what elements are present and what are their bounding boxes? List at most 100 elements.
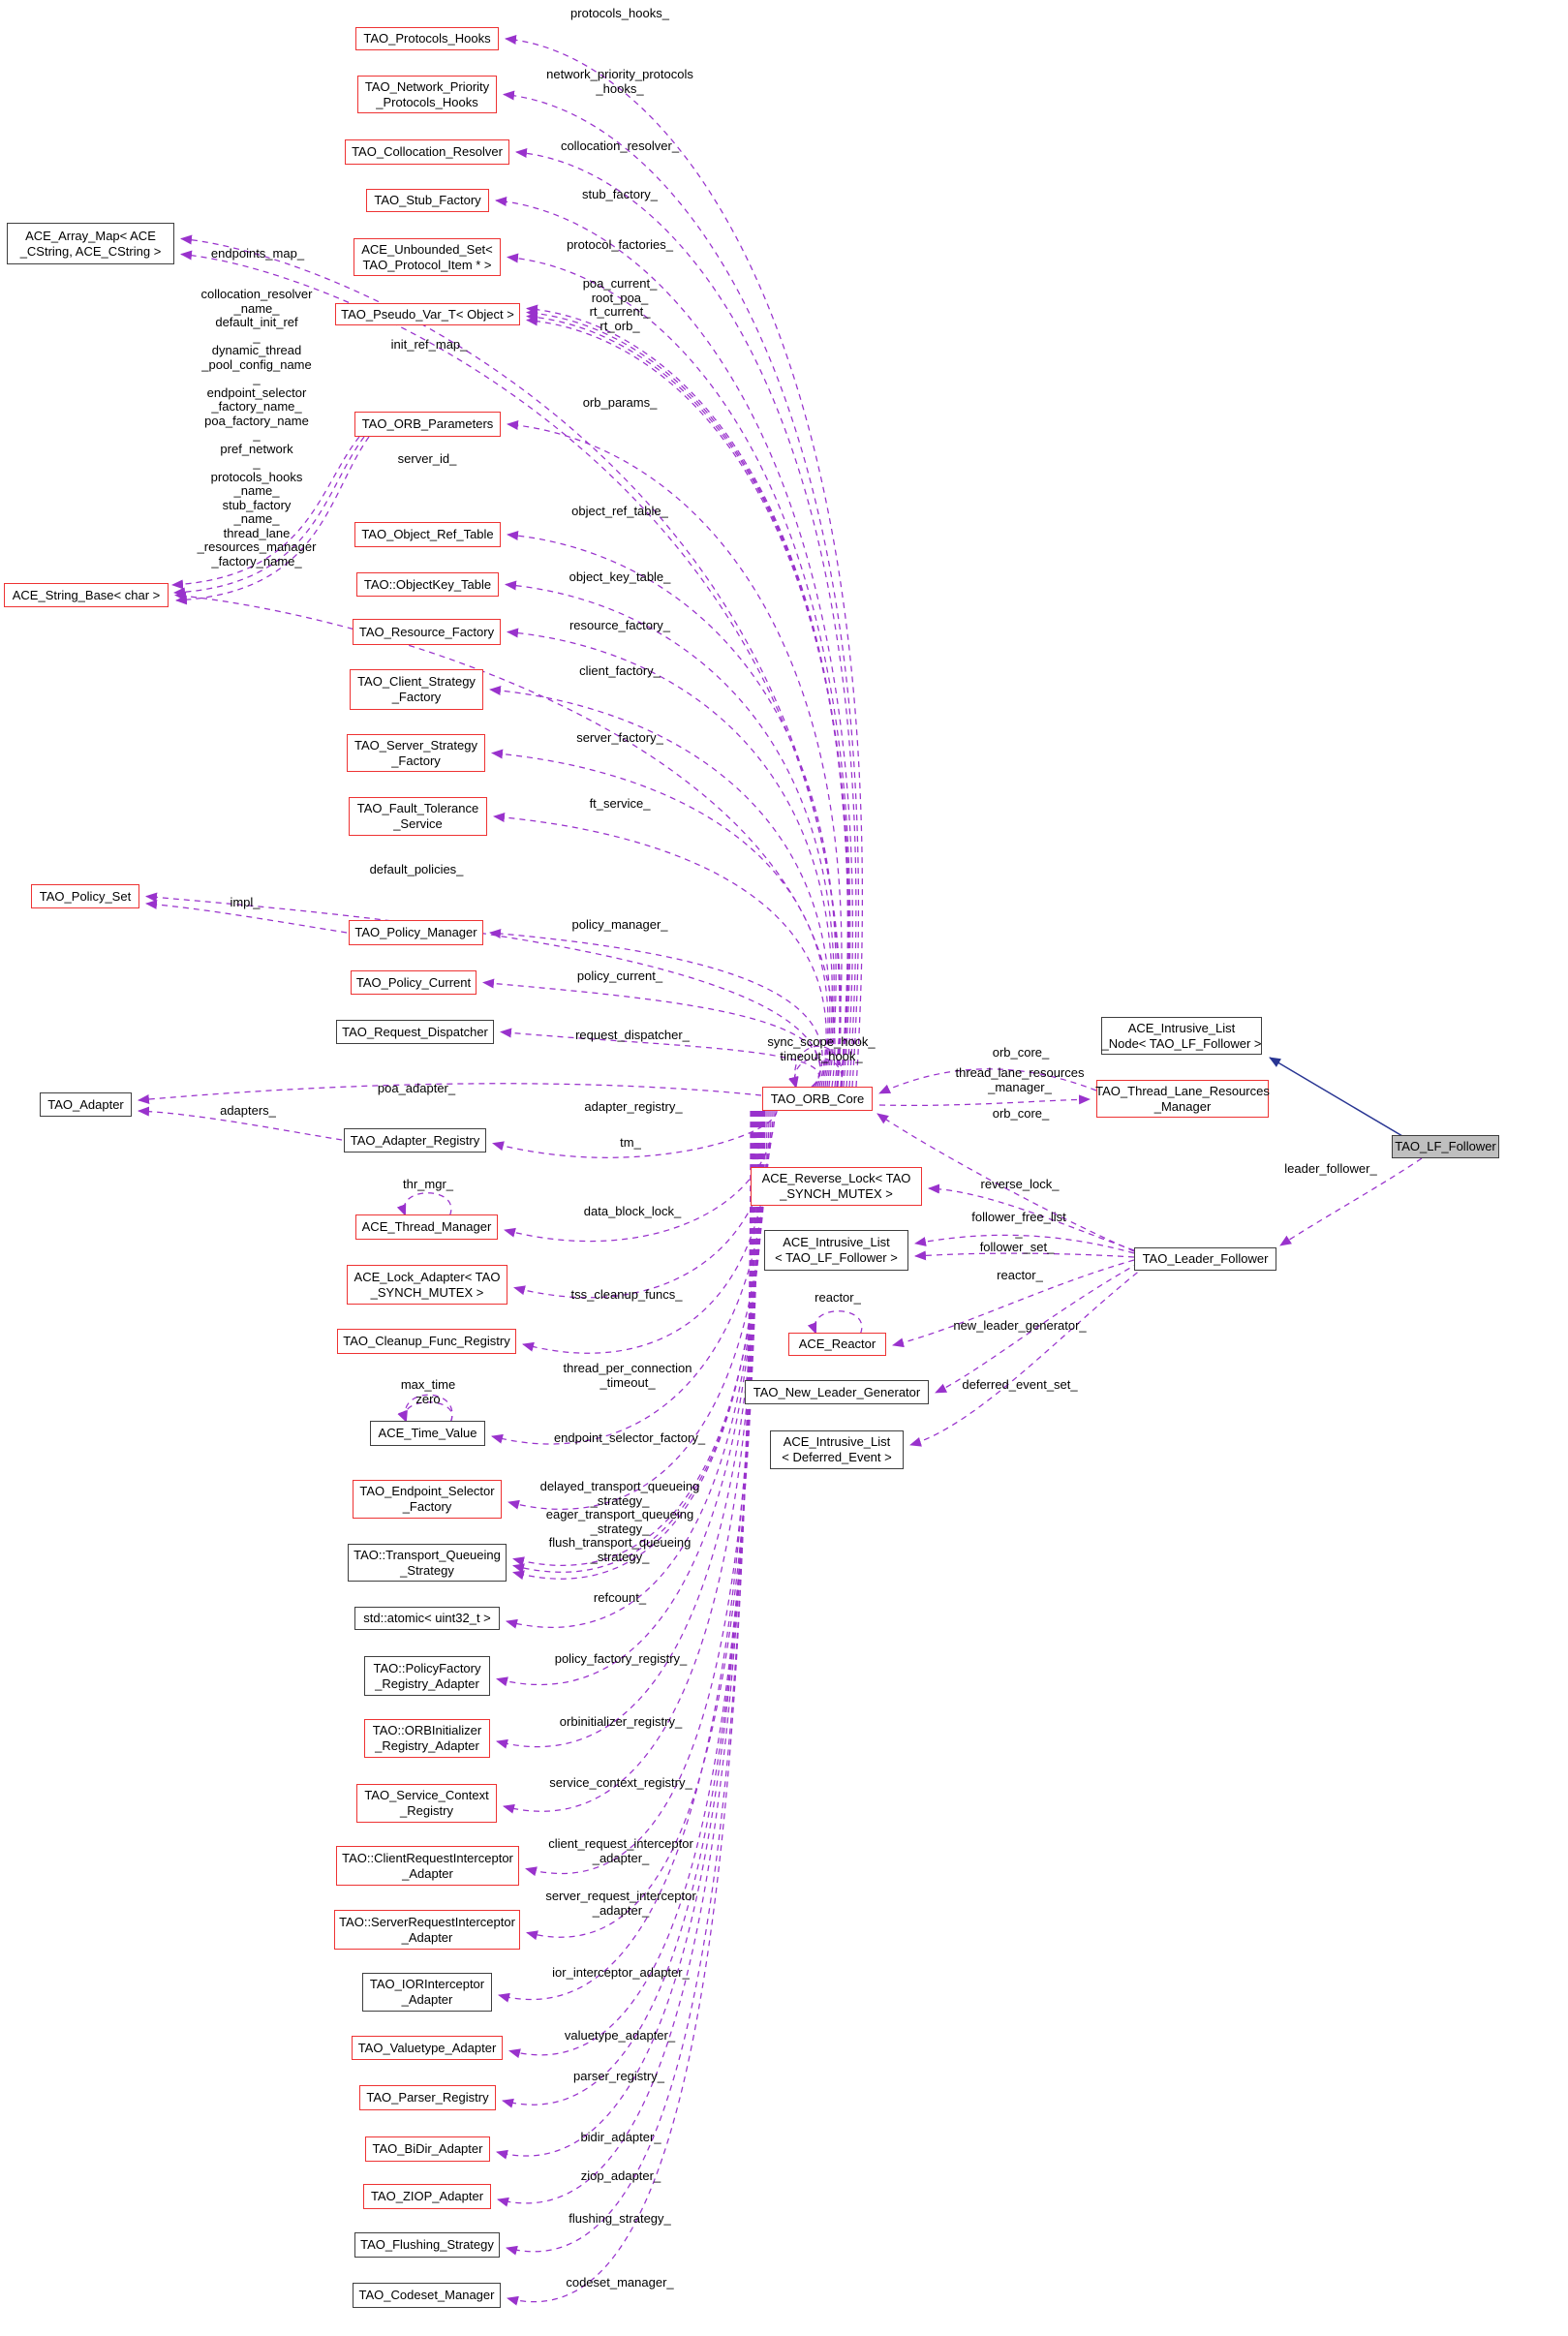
edge-reactor_ xyxy=(892,1259,1135,1348)
class-node-tao-lf-follower: TAO_LF_Follower xyxy=(1392,1135,1499,1158)
edge-collocation_resolver_ xyxy=(515,148,857,1088)
edge-init_ref_map_ xyxy=(180,250,842,1088)
class-node-ace-intrusive-list-node[interactable]: ACE_Intrusive_List _Node< TAO_LF_Followe… xyxy=(1101,1017,1262,1055)
edge-ft_service_ xyxy=(493,813,827,1088)
class-node-tao-adapter-registry[interactable]: TAO_Adapter_Registry xyxy=(344,1128,486,1153)
class-node-ace-intrusive-list-deferred-event[interactable]: ACE_Intrusive_List < Deferred_Event > xyxy=(770,1430,904,1469)
edge-object_key_table_ xyxy=(505,580,835,1088)
edge-poa_current_ xyxy=(526,304,848,1088)
edge-policy_factory_registry_ xyxy=(496,1110,762,1687)
class-node-tao-protocols-hooks[interactable]: TAO_Protocols_Hooks xyxy=(355,27,499,50)
edge-impl_ xyxy=(145,899,348,934)
class-node-ace-time-value[interactable]: ACE_Time_Value xyxy=(370,1421,485,1446)
edge-orb_parameters_names_c xyxy=(175,436,370,605)
class-node-tao-serverrequestinterceptor-adapter[interactable]: TAO::ServerRequestInterceptor _Adapter xyxy=(334,1910,520,1950)
class-node-tao-orb-core[interactable]: TAO_ORB_Core xyxy=(762,1087,873,1111)
edge-thr_mgr_ xyxy=(396,1192,452,1216)
edge-delayed_transport_queueing_strategy_ xyxy=(512,1110,766,1567)
edge-valuetype_adapter_ xyxy=(508,1110,756,2059)
class-node-ace-intrusive-list-lf-follower[interactable]: ACE_Intrusive_List < TAO_LF_Follower > xyxy=(764,1230,908,1271)
class-node-ace-array-map[interactable]: ACE_Array_Map< ACE _CString, ACE_CString… xyxy=(7,223,174,264)
class-node-tao-flushing-strategy[interactable]: TAO_Flushing_Strategy xyxy=(354,2232,500,2258)
edge-tss_cleanup_funcs_ xyxy=(522,1110,772,1354)
class-node-tao-thread-lane-resources-manager[interactable]: TAO_Thread_Lane_Resources _Manager xyxy=(1095,1080,1270,1118)
edge-endpoint_selector_factory_ xyxy=(507,1110,768,1510)
class-node-tao-clientrequestinterceptor-adapter[interactable]: TAO::ClientRequestInterceptor _Adapter xyxy=(336,1846,519,1886)
class-node-tao-orb-parameters[interactable]: TAO_ORB_Parameters xyxy=(354,412,501,437)
class-node-tao-new-leader-generator[interactable]: TAO_New_Leader_Generator xyxy=(745,1380,929,1404)
class-node-tao-collocation-resolver[interactable]: TAO_Collocation_Resolver xyxy=(345,139,509,165)
class-node-tao-orbinitializer-registry-adapter[interactable]: TAO::ORBInitializer _Registry_Adapter xyxy=(364,1719,490,1758)
class-node-tao-pseudo-var-t[interactable]: TAO_Pseudo_Var_T< Object > xyxy=(335,303,520,325)
edge-new_leader_generator_ xyxy=(935,1262,1140,1394)
edge-bidir_adapter_ xyxy=(496,1110,754,2160)
class-node-tao-object-ref-table[interactable]: TAO_Object_Ref_Table xyxy=(354,522,501,547)
class-node-tao-transport-queueing-strategy[interactable]: TAO::Transport_Queueing _Strategy xyxy=(348,1544,507,1582)
class-node-tao-fault-tolerance-service[interactable]: TAO_Fault_Tolerance _Service xyxy=(349,797,487,836)
class-node-tao-policy-manager[interactable]: TAO_Policy_Manager xyxy=(349,920,483,945)
class-node-ace-thread-manager[interactable]: ACE_Thread_Manager xyxy=(355,1214,498,1240)
edge-inheritance_tao_lf_follower xyxy=(1269,1057,1403,1137)
class-node-ace-reverse-lock[interactable]: ACE_Reverse_Lock< TAO _SYNCH_MUTEX > xyxy=(751,1167,922,1206)
class-node-tao-network-priority-protocols-hooks[interactable]: TAO_Network_Priority _Protocols_Hooks xyxy=(357,76,497,113)
class-node-tao-policy-current[interactable]: TAO_Policy_Current xyxy=(351,970,477,995)
edge-zero xyxy=(398,1394,453,1423)
class-node-ace-lock-adapter[interactable]: ACE_Lock_Adapter< TAO _SYNCH_MUTEX > xyxy=(347,1265,507,1305)
class-node-tao-endpoint-selector-factory[interactable]: TAO_Endpoint_Selector _Factory xyxy=(353,1480,502,1519)
class-node-tao-resource-factory[interactable]: TAO_Resource_Factory xyxy=(353,619,501,645)
edge-max_time xyxy=(397,1401,453,1423)
edge-follower_free_list_ xyxy=(914,1234,1135,1254)
class-node-tao-valuetype-adapter[interactable]: TAO_Valuetype_Adapter xyxy=(352,2036,503,2060)
edge-poa_adapter_ xyxy=(138,1083,762,1105)
class-node-tao-client-strategy-factory[interactable]: TAO_Client_Strategy _Factory xyxy=(350,669,483,710)
edge-orb_core_bottom xyxy=(876,1113,1135,1252)
edge-reactor_self xyxy=(807,1310,863,1335)
class-node-tao-codeset-manager[interactable]: TAO_Codeset_Manager xyxy=(353,2283,501,2308)
class-node-ace-string-base[interactable]: ACE_String_Base< char > xyxy=(4,583,169,607)
edge-rt_orb_ xyxy=(526,316,849,1088)
edge-thread_lane_resources_manager_ xyxy=(878,1094,1091,1107)
edge-adapter_registry_ xyxy=(492,1110,778,1158)
class-node-tao-cleanup-func-registry[interactable]: TAO_Cleanup_Func_Registry xyxy=(337,1329,516,1354)
edge-orb_core_top xyxy=(878,1068,1097,1094)
edge-rt_current_ xyxy=(526,312,849,1088)
class-node-tao-adapter[interactable]: TAO_Adapter xyxy=(40,1092,132,1117)
edge-client_factory_ xyxy=(489,686,831,1088)
edge-server_request_interceptor_adapter_ xyxy=(526,1110,758,1941)
edge-network_priority_protocols_hooks_ xyxy=(503,90,860,1088)
edge-object_ref_table_ xyxy=(507,531,837,1088)
edge-server_id_ xyxy=(174,591,836,1088)
class-node-tao-bidir-adapter[interactable]: TAO_BiDir_Adapter xyxy=(365,2136,490,2162)
class-node-tao-ziop-adapter[interactable]: TAO_ZIOP_Adapter xyxy=(363,2184,491,2209)
edge-client_request_interceptor_adapter_ xyxy=(525,1110,759,1877)
edge-root_poa_ xyxy=(526,308,848,1088)
class-node-tao-policyfactory-registry-adapter[interactable]: TAO::PolicyFactory _Registry_Adapter xyxy=(364,1656,490,1696)
edge-policy_current_ xyxy=(482,978,821,1088)
class-node-tao-service-context-registry[interactable]: TAO_Service_Context _Registry xyxy=(356,1784,497,1823)
class-node-tao-server-strategy-factory[interactable]: TAO_Server_Strategy _Factory xyxy=(347,734,485,772)
edge-flushing_strategy_ xyxy=(506,1110,753,2256)
class-node-tao-parser-registry[interactable]: TAO_Parser_Registry xyxy=(359,2085,496,2110)
class-node-tao-request-dispatcher[interactable]: TAO_Request_Dispatcher xyxy=(336,1020,494,1044)
edge-refcount_ xyxy=(506,1110,763,1629)
class-node-tao-leader-follower[interactable]: TAO_Leader_Follower xyxy=(1134,1247,1276,1271)
edge-thread_per_connection_timeout_ xyxy=(491,1110,770,1445)
class-node-std-atomic-uint32[interactable]: std::atomic< uint32_t > xyxy=(354,1607,500,1630)
edge-ziop_adapter_ xyxy=(497,1110,753,2207)
edge-resource_factory_ xyxy=(507,628,833,1088)
edge-flush_transport_queueing_strategy_ xyxy=(512,1110,764,1581)
edge-orb_parameters_names_b xyxy=(173,436,365,598)
class-node-ace-reactor[interactable]: ACE_Reactor xyxy=(788,1333,886,1356)
class-node-ace-unbounded-set[interactable]: ACE_Unbounded_Set< TAO_Protocol_Item * > xyxy=(354,238,501,276)
edge-ior_interceptor_adapter_ xyxy=(498,1110,757,2003)
class-node-tao-iorinterceptor-adapter[interactable]: TAO_IORInterceptor _Adapter xyxy=(362,1973,492,2012)
edge-parser_registry_ xyxy=(502,1110,755,2108)
class-node-tao-stub-factory[interactable]: TAO_Stub_Factory xyxy=(366,189,489,212)
class-node-tao-policy-set[interactable]: TAO_Policy_Set xyxy=(31,884,139,908)
class-node-tao-objectkey-table[interactable]: TAO::ObjectKey_Table xyxy=(356,572,499,597)
edge-protocols_hooks_ xyxy=(505,35,863,1088)
edge-eager_transport_queueing_strategy_ xyxy=(512,1110,765,1574)
